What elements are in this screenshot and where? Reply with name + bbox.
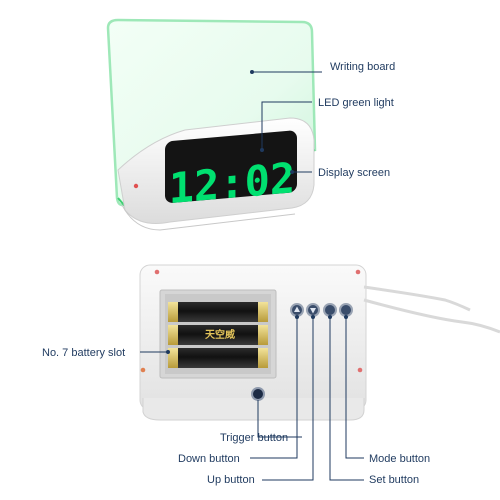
label-led-green-light: LED green light — [318, 97, 394, 109]
screw-hole — [357, 367, 363, 373]
label-battery-slot: No. 7 battery slot — [42, 347, 126, 359]
display-screen — [165, 130, 297, 203]
label-mode-button: Mode button — [369, 453, 431, 465]
label-display-screen: Display screen — [318, 167, 391, 179]
label-trigger-button: Trigger button — [220, 432, 289, 444]
label-down-button: Down button — [178, 453, 240, 465]
label-set-button: Set button — [369, 474, 420, 486]
screw-hole — [154, 269, 160, 275]
screw-hole — [140, 367, 146, 373]
label-writing-board: Writing board — [330, 61, 396, 73]
battery-2 — [168, 325, 268, 345]
label-up-button: Up button — [207, 474, 255, 486]
battery-3 — [168, 348, 268, 368]
set-button[interactable] — [323, 303, 337, 317]
battery-brand-text: 天空威 — [205, 328, 235, 341]
battery-1 — [168, 302, 268, 322]
callout-lines-top — [250, 70, 322, 174]
clock-time: 12:02 — [169, 153, 295, 213]
mode-button[interactable] — [339, 303, 353, 317]
trigger-button[interactable] — [251, 387, 265, 401]
indicator-dot — [133, 183, 139, 189]
down-button[interactable] — [306, 303, 320, 317]
up-button[interactable] — [290, 303, 304, 317]
callout-lines-bottom — [140, 315, 364, 481]
usb-cable — [363, 285, 500, 334]
screw-hole — [355, 269, 361, 275]
